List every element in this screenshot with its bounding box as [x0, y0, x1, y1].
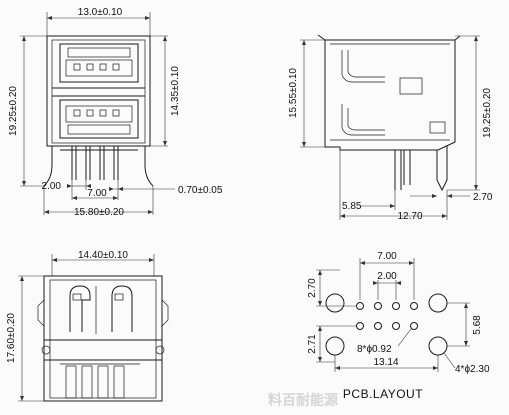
dim-height-inner: 14.35±0.10 [170, 66, 181, 116]
pcb-note-large-holes: 4*ϕ2.30 [455, 364, 490, 375]
dim-pin-width: 0.70±0.05 [178, 185, 223, 196]
pcb-hole-small [392, 302, 400, 310]
pcb-hole-small [374, 322, 382, 330]
pcb-hole-large [428, 293, 448, 313]
front-view-bottom: 14.40±0.10 17.60±0.20 [6, 250, 169, 402]
dim-side-height-total: 19.25±0.20 [482, 88, 493, 138]
pcb-dim-pitch: 2.00 [377, 271, 397, 282]
side-view-top: 15.55±0.10 19.25±0.20 2.70 5.85 12.70 [288, 34, 493, 222]
pcb-layout: 7.00 2.00 2.70 2.71 [307, 251, 490, 401]
watermark-text: 料百耐能源 [268, 392, 338, 409]
dim-width-top-2: 14.40±0.10 [78, 250, 128, 261]
pcb-dim-offset-left: 2.71 [307, 334, 318, 354]
dim-base-width: 15.80±0.20 [74, 207, 124, 218]
pcb-dim-span-signal: 7.00 [377, 251, 397, 262]
dim-side-pin-offset: 2.70 [473, 192, 493, 203]
pcb-hole-small [410, 302, 418, 310]
pcb-hole-large [428, 336, 448, 356]
pcb-hole-small [356, 322, 364, 330]
pcb-hole-small [356, 302, 364, 310]
pcb-note-small-holes: 8*ϕ0.92 [357, 344, 392, 355]
pcb-hole-small [392, 322, 400, 330]
dim-pitch: 2.00 [42, 181, 62, 192]
dim-side-offset: 5.85 [342, 201, 362, 212]
dim-pin-span: 7.00 [87, 188, 107, 199]
front-view-top: 13.0±0.10 [8, 7, 223, 218]
pcb-dim-mount-span: 13.14 [373, 357, 398, 368]
pcb-hole-small [374, 302, 382, 310]
dim-height-total-2: 17.60±0.20 [6, 313, 17, 363]
pcb-hole-large [325, 336, 345, 356]
pcb-hole-small [410, 322, 418, 330]
pcb-layout-title: PCB.LAYOUT [343, 387, 423, 401]
dim-height-total: 19.25±0.20 [8, 86, 19, 136]
pcb-dim-row-spacing: 2.70 [307, 278, 318, 298]
dim-side-height-body: 15.55±0.10 [288, 68, 299, 118]
pcb-dim-mount-v: 5.68 [472, 315, 483, 335]
dim-side-depth: 12.70 [397, 211, 422, 222]
dim-width-top: 13.0±0.10 [78, 7, 123, 18]
pcb-hole-large [325, 293, 345, 313]
